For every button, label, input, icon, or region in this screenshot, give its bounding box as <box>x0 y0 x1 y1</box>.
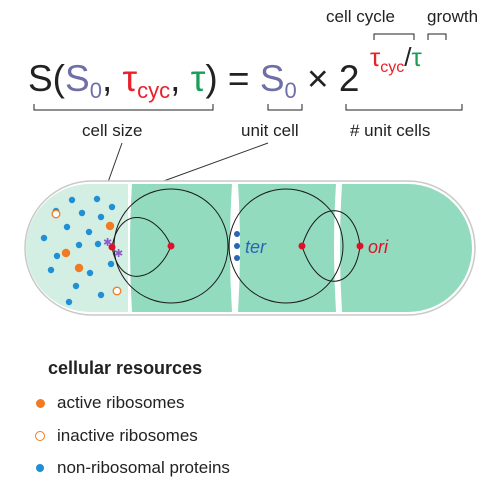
protein-dot <box>107 260 115 268</box>
protein-dot <box>75 241 83 249</box>
bracket-growth <box>427 33 447 40</box>
unit-cell-2 <box>238 184 336 312</box>
label-ter: ter <box>245 237 267 257</box>
protein-dot <box>86 269 94 277</box>
unit-cell-1 <box>130 184 232 312</box>
inactive-ribosome-icon <box>35 431 45 441</box>
active-ribosome-dot <box>74 263 84 273</box>
protein-dot <box>85 228 93 236</box>
chromosome-loop-middle <box>228 188 344 304</box>
bracket-num-unit-cells <box>345 104 463 111</box>
ter-marker <box>234 243 240 249</box>
ori-marker <box>356 242 364 250</box>
eq-tau-cyc-subscript: cyc <box>137 78 170 103</box>
eq-tau-cyc-symbol: τ <box>123 58 138 99</box>
legend-item-non-ribosomal-proteins: non-ribosomal proteins <box>32 457 230 479</box>
pointer-cell-size <box>106 142 123 186</box>
legend-label: active ribosomes <box>57 393 185 412</box>
eq-comma-2: , <box>170 58 191 99</box>
ori-marker <box>167 242 175 250</box>
label-cell-cycle: cell cycle <box>326 7 395 26</box>
eq-lhs-s: S( <box>28 58 66 99</box>
protein-dot <box>94 240 102 248</box>
ori-marker <box>108 243 116 251</box>
unit-cell-3 <box>340 184 472 312</box>
eq-s0-subscript: 0 <box>90 78 102 103</box>
eq-times: × <box>297 58 339 99</box>
active-ribosomes <box>61 221 115 273</box>
legend-label: non-ribosomal proteins <box>57 458 230 477</box>
eq-tau-symbol: τ <box>191 58 206 99</box>
active-ribosome-dot <box>105 221 115 231</box>
legend-title: cellular resources <box>48 358 203 378</box>
legend-item-inactive-ribosomes: inactive ribosomes <box>32 425 198 447</box>
inactive-ribosomes <box>51 209 122 296</box>
protein-dot <box>97 291 105 299</box>
ter-marker <box>234 255 240 261</box>
label-unit-cell: unit cell <box>241 121 299 140</box>
ter-marker <box>234 231 240 237</box>
protein-dot <box>108 203 116 211</box>
exp-slash: / <box>404 42 412 72</box>
eq-rhs-s-symbol: S <box>260 58 285 99</box>
bracket-cell-size <box>33 104 214 111</box>
protein-dot <box>40 234 48 242</box>
bracket-unit-cell <box>267 104 303 111</box>
bracket-cell-cycle <box>373 33 415 40</box>
protein-dot <box>93 195 101 203</box>
protein-dot <box>78 209 86 217</box>
exp-tau-cyc-subscript: cyc <box>380 59 404 76</box>
protein-dot <box>63 223 71 231</box>
label-num-unit-cells: # unit cells <box>350 121 430 140</box>
protein-dot <box>47 266 55 274</box>
active-ribosome-dot <box>61 248 71 258</box>
legend-label: inactive ribosomes <box>57 426 198 445</box>
equation: S(S0, τcyc, τ) = S0 × 2 <box>28 58 360 103</box>
star-icon: ✱ <box>103 236 112 249</box>
inactive-ribosome-dot <box>51 209 61 219</box>
label-cell-size: cell size <box>82 121 142 140</box>
ori-marker <box>298 242 306 250</box>
protein-dot <box>68 196 76 204</box>
eq-comma-1: , <box>102 58 123 99</box>
protein-icon <box>36 464 44 472</box>
eq-base-two: 2 <box>339 58 360 99</box>
protein-dot <box>53 252 61 260</box>
inactive-ribosome-dot <box>112 286 122 296</box>
exp-tau-symbol: τ <box>412 42 423 72</box>
equation-exponent: τcyc/τ <box>370 42 423 76</box>
protein-dot <box>65 298 73 306</box>
exp-tau-cyc-symbol: τ <box>370 42 381 72</box>
protein-dot <box>97 213 105 221</box>
active-ribosome-icon <box>35 398 45 408</box>
eq-rhs-subscript: 0 <box>285 78 297 103</box>
star-icon: ✱ <box>114 247 123 260</box>
eq-rparen-equals: ) = <box>205 58 260 99</box>
eq-s0-symbol: S <box>65 58 90 99</box>
label-growth: growth <box>427 7 478 26</box>
protein-dot <box>72 282 80 290</box>
legend-item-active-ribosomes: active ribosomes <box>32 392 185 414</box>
label-ori: ori <box>368 237 389 257</box>
pointer-unit-cell <box>149 142 269 187</box>
